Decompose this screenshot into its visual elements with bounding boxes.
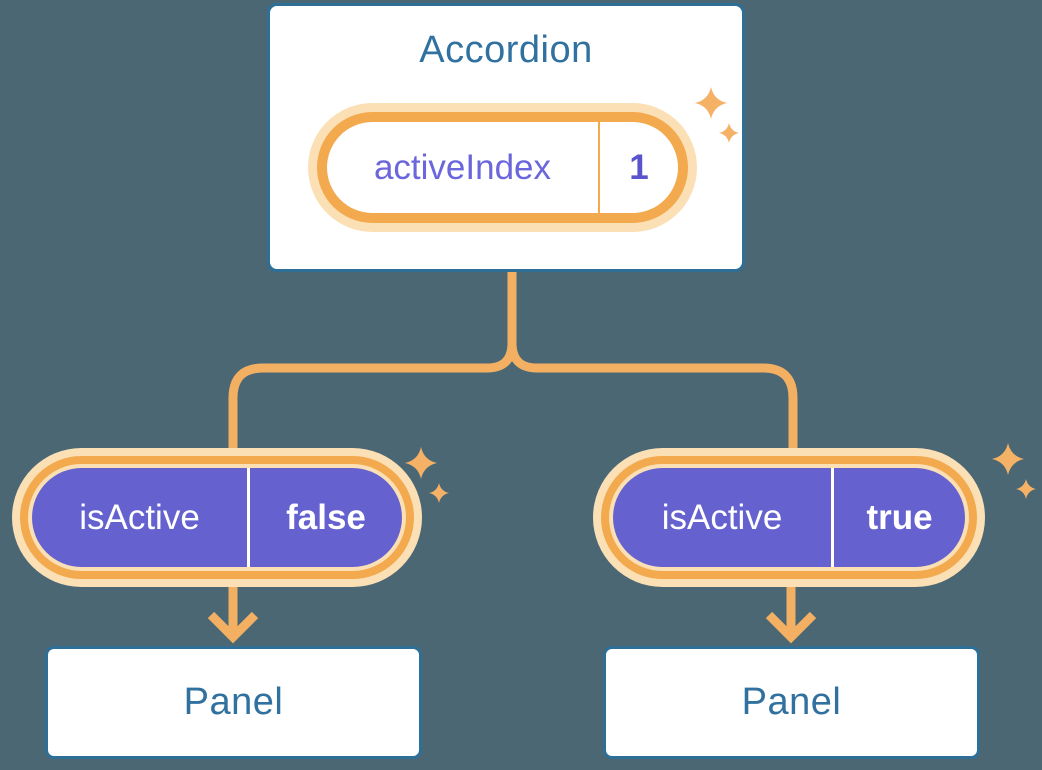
- arrow-down-icon: [765, 611, 817, 644]
- state-pill-value: 1: [629, 147, 649, 187]
- pill-divider: [247, 468, 250, 567]
- accordion-title: Accordion: [419, 29, 593, 71]
- branch-right-line: [507, 271, 798, 453]
- state-pill-name: activeIndex: [373, 147, 552, 187]
- state-pill: activeIndex 1: [327, 122, 678, 213]
- sparkle-icon: [992, 443, 1036, 499]
- prop-pill-right: isActive true: [613, 468, 965, 567]
- sparkle-icon: [405, 447, 449, 503]
- panel-box-right: Panel: [603, 646, 980, 759]
- panel-box-left: Panel: [45, 646, 422, 759]
- prop-pill-value: true: [866, 497, 933, 537]
- pill-divider: [831, 468, 834, 567]
- arrow-down-icon: [207, 611, 259, 644]
- pill-divider: [598, 122, 600, 213]
- prop-pill-name: isActive: [79, 497, 200, 537]
- prop-pill-value: false: [286, 497, 366, 537]
- panel-title: Panel: [183, 681, 284, 723]
- prop-pill-name: isActive: [661, 497, 783, 537]
- branch-left-line: [228, 271, 517, 453]
- prop-pill-left: isActive false: [32, 468, 402, 567]
- sparkle-icon: [695, 87, 739, 143]
- panel-title: Panel: [741, 681, 842, 723]
